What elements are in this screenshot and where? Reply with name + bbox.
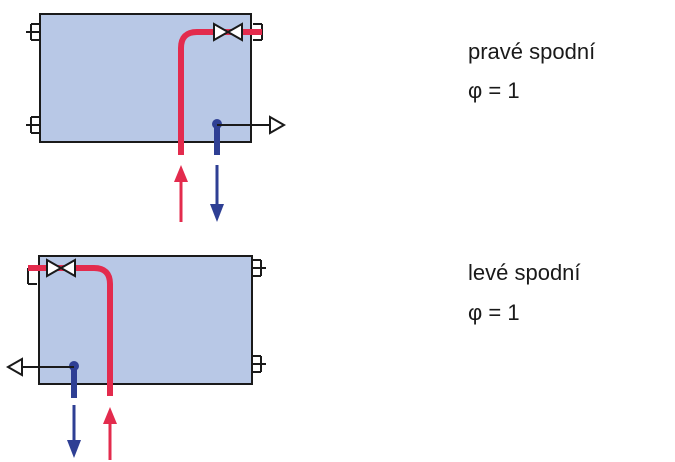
supply-pipe xyxy=(178,29,262,155)
radiator-right-bottom xyxy=(26,13,287,222)
supply-flow-arrow xyxy=(103,407,117,460)
supply-pipe xyxy=(28,265,113,396)
bleed-arrow-icon xyxy=(5,357,23,377)
return-flow-arrow xyxy=(210,165,224,222)
blind-plug-icon xyxy=(26,116,40,134)
caption-left-bottom: levé spodní xyxy=(468,260,581,285)
blind-plug-icon xyxy=(252,259,266,277)
factor-right-bottom: φ = 1 xyxy=(468,78,520,103)
blind-plug-icon xyxy=(252,355,266,373)
blind-plug-icon xyxy=(26,23,40,41)
return-flow-arrow xyxy=(67,405,81,458)
supply-flow-arrow xyxy=(174,165,188,222)
caption-right-bottom: pravé spodní xyxy=(468,39,596,64)
radiator-body xyxy=(38,255,253,385)
valve-icon xyxy=(213,22,243,42)
bleed-arrow-icon xyxy=(269,115,287,135)
radiator-left-bottom xyxy=(5,255,266,460)
valve-icon xyxy=(46,258,76,278)
factor-left-bottom: φ = 1 xyxy=(468,300,520,325)
